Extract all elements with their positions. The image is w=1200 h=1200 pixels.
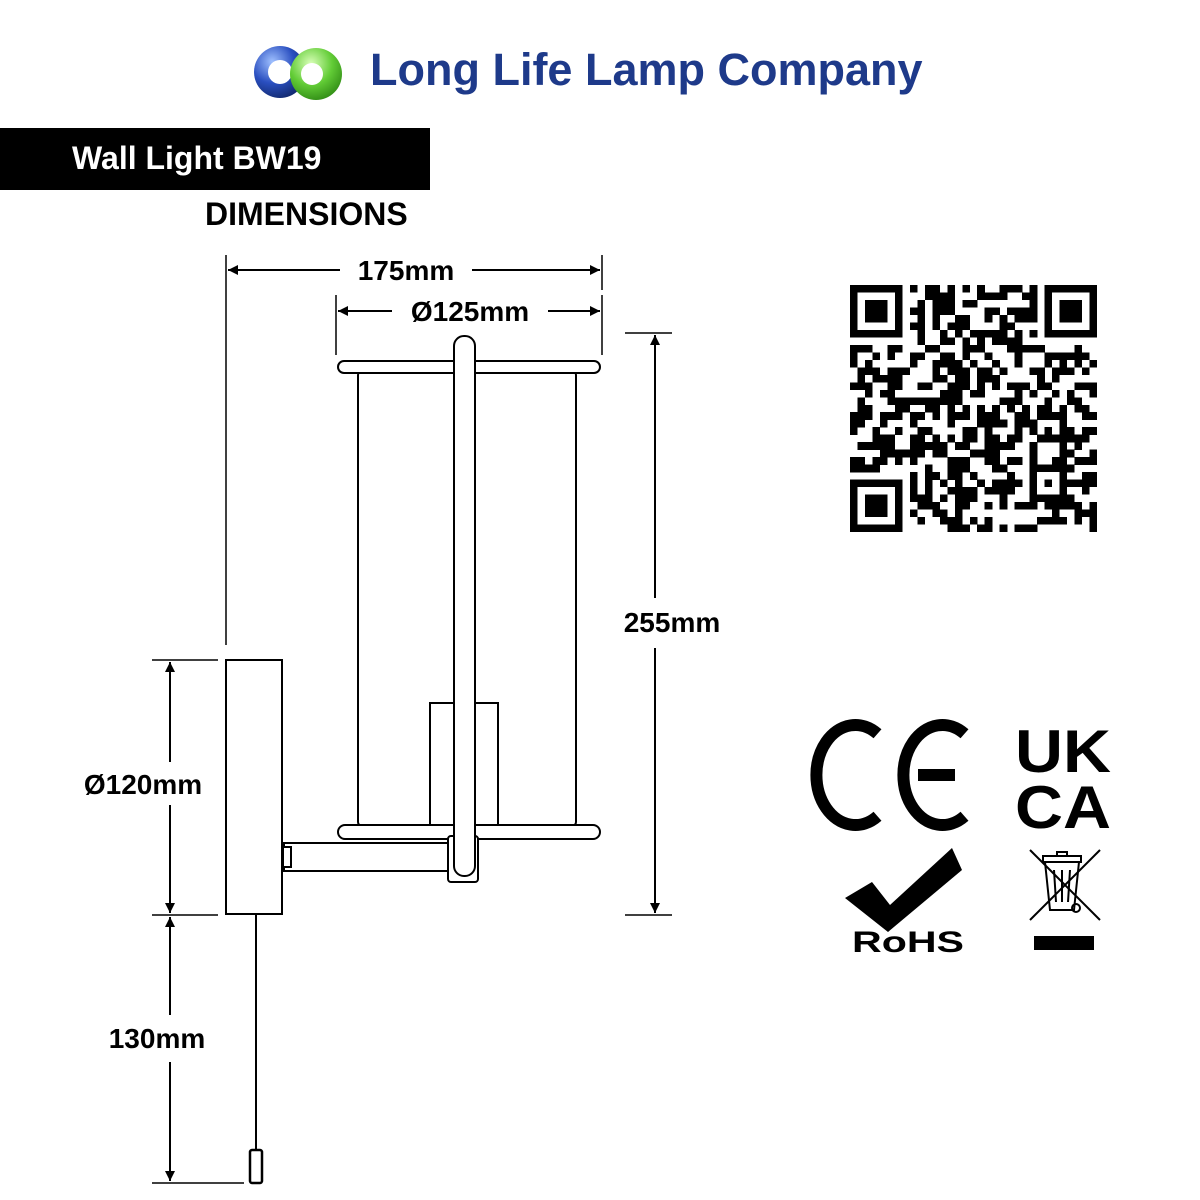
product-title: Wall Light BW19 xyxy=(72,140,322,176)
rohs-label: RoHS xyxy=(852,926,964,959)
height-dimension: 255mm xyxy=(624,335,721,913)
qr-code-icon xyxy=(850,285,1097,532)
shade-diameter-label: Ø125mm xyxy=(411,296,529,327)
lamp-drawing xyxy=(225,335,601,1185)
company-name: Long Life Lamp Company xyxy=(370,44,923,95)
ukca-mark-icon: UK CA xyxy=(1015,718,1111,841)
height-label: 255mm xyxy=(624,607,721,638)
product-title-bar: Wall Light BW19 xyxy=(0,128,430,190)
pull-cord-dimension: 130mm xyxy=(109,917,206,1181)
pull-cord-length-label: 130mm xyxy=(109,1023,206,1054)
backplate-diameter-label: Ø120mm xyxy=(84,769,202,800)
extension-lines xyxy=(152,255,672,1184)
rohs-mark-icon: RoHS xyxy=(845,848,964,959)
ce-mark-icon: CE xyxy=(810,719,969,831)
crossed-out-wheelie-bin-icon xyxy=(1029,849,1101,950)
shade-diameter-dimension: Ø125mm xyxy=(338,296,600,327)
lamp-arm xyxy=(283,842,455,872)
ukca-line1: UK xyxy=(1015,718,1111,785)
ukca-line2: CA xyxy=(1015,774,1111,841)
lamp-center-rod xyxy=(453,335,476,877)
section-heading: DIMENSIONS xyxy=(205,196,408,232)
overall-width-label: 175mm xyxy=(358,255,455,286)
lamp-backplate xyxy=(225,659,283,915)
pull-cord-handle xyxy=(248,1148,264,1185)
backplate-dimension: Ø120mm xyxy=(84,662,202,913)
ce-mark-text: CE xyxy=(895,774,897,776)
two-ring-logo-icon xyxy=(254,46,342,100)
width-dimension: 175mm xyxy=(228,255,600,286)
lamp-arm-collar xyxy=(282,846,292,868)
